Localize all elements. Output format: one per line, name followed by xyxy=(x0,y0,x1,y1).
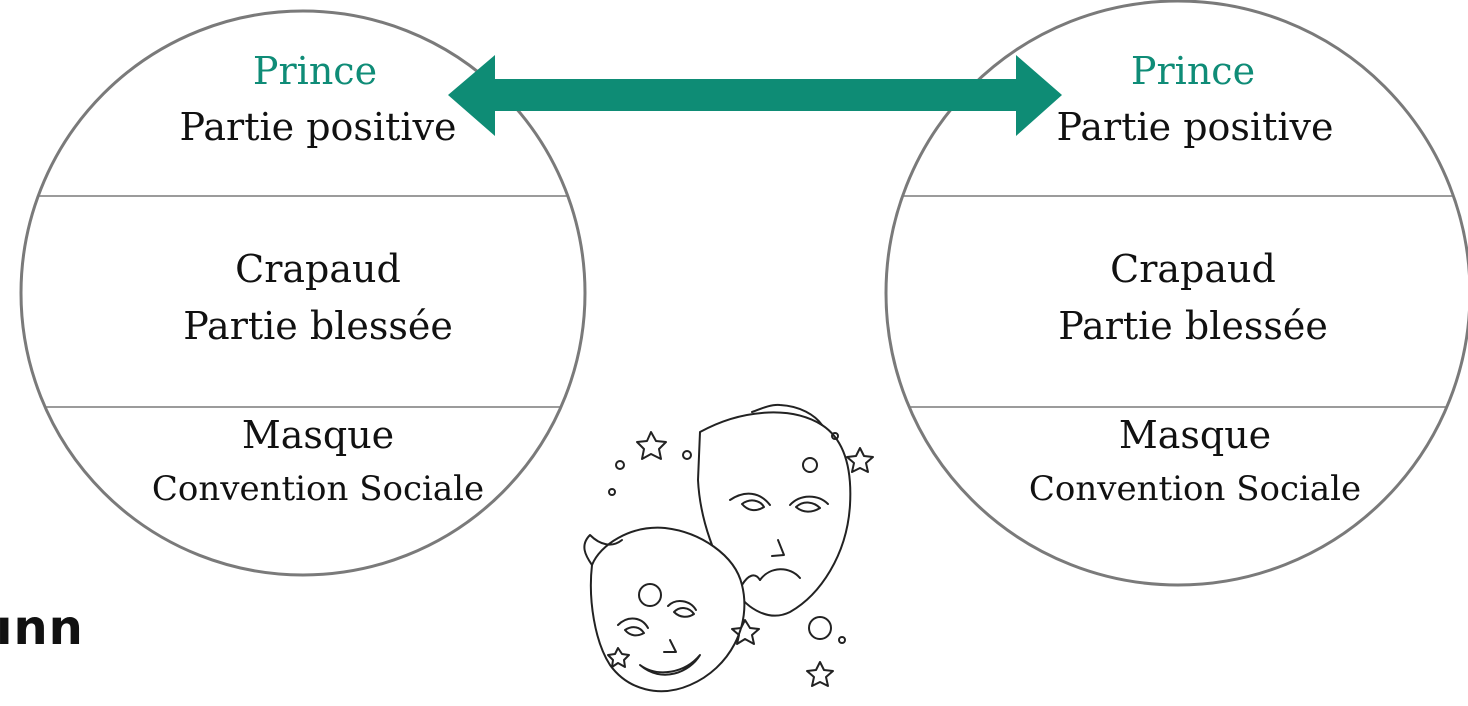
logo-fragment: ınn xyxy=(0,600,84,656)
left-prince-title: Prince xyxy=(252,49,378,93)
right-crapaud-subtitle: Partie blessée xyxy=(1058,304,1328,348)
left-circle-outline xyxy=(19,9,587,577)
right-prince-subtitle: Partie positive xyxy=(1056,105,1334,149)
left-prince-subtitle: Partie positive xyxy=(179,105,457,149)
left-masque-title: Masque xyxy=(241,413,395,457)
right-masque-title: Masque xyxy=(1118,413,1272,457)
left-masque-subtitle: Convention Sociale xyxy=(151,469,485,509)
left-crapaud-subtitle: Partie blessée xyxy=(183,304,453,348)
theater-masks-icon xyxy=(583,403,874,693)
right-masque-subtitle: Convention Sociale xyxy=(1028,469,1362,509)
left-circle xyxy=(19,9,587,577)
right-circle xyxy=(884,0,1468,587)
left-crapaud-title: Crapaud xyxy=(235,247,401,291)
right-circle-outline xyxy=(884,0,1468,587)
right-prince-title: Prince xyxy=(1130,49,1256,93)
double-arrow-icon xyxy=(448,55,1062,136)
right-crapaud-title: Crapaud xyxy=(1110,247,1276,291)
